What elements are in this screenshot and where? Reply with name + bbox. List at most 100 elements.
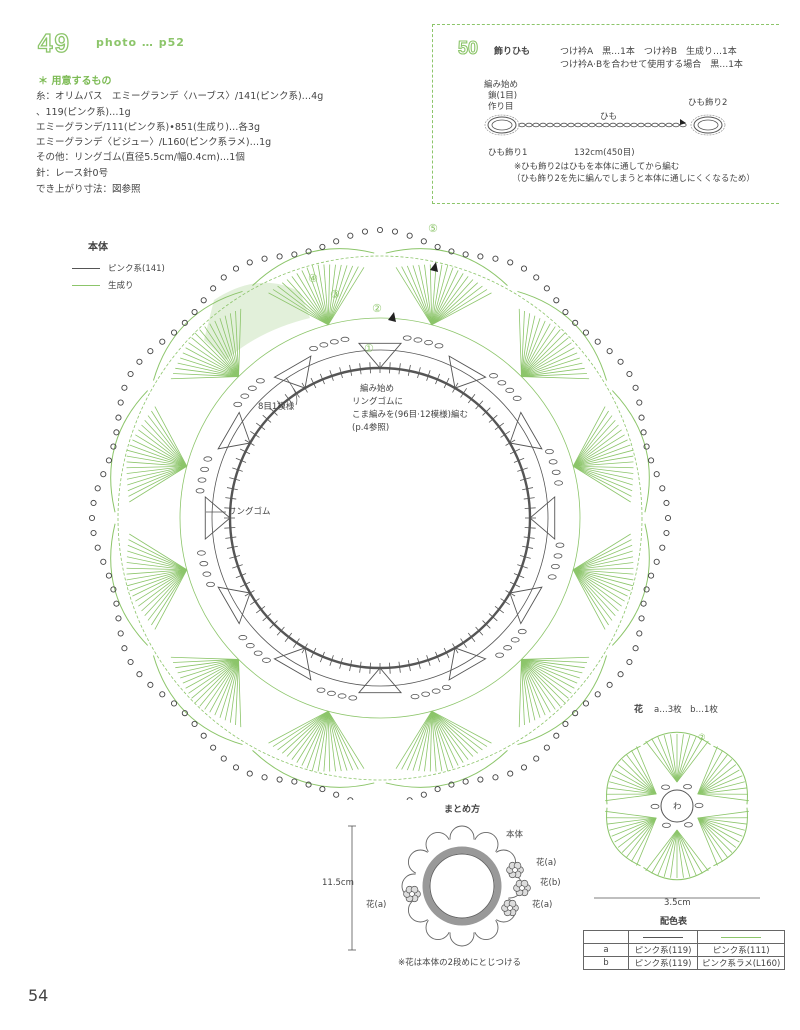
- fan-stitch: [573, 465, 634, 474]
- fan-stitch: [199, 659, 239, 707]
- fan-stitch: [327, 710, 365, 769]
- sc-stitch: [369, 362, 371, 374]
- chain-stitch: [637, 122, 645, 128]
- picot-stitch: [643, 443, 650, 450]
- fan-stitch: [311, 711, 329, 772]
- flower-center-label: わ: [673, 802, 682, 812]
- picot-stitch: [100, 471, 107, 478]
- cord-number: 50: [457, 37, 479, 58]
- triangle-motif: [217, 411, 251, 450]
- chain-stitch: [309, 345, 318, 352]
- chain-stitch: [199, 561, 209, 567]
- fan-stitch: [127, 465, 187, 492]
- fan-stitch: [191, 337, 239, 377]
- picot-stitch: [117, 630, 124, 637]
- fan-stitch: [429, 711, 433, 772]
- flower-row-label: ②: [698, 733, 706, 743]
- row-marker: ②: [372, 302, 382, 315]
- fan-stitch: [154, 406, 188, 467]
- fan-stitch: [572, 569, 625, 602]
- picot-stitch: [261, 255, 268, 262]
- fan-stitch: [573, 567, 634, 571]
- scallop-edge: [152, 655, 243, 746]
- scallop-edge: [517, 655, 608, 746]
- sc-stitch: [226, 487, 238, 491]
- chain-stitch: [672, 122, 680, 128]
- fan-stitch: [521, 659, 546, 716]
- cord-deco2: [690, 114, 726, 136]
- fan-stitch: [224, 315, 239, 377]
- sc-stitch: [467, 632, 476, 643]
- fan-stitch: [431, 264, 437, 325]
- fan-stitch: [141, 569, 188, 612]
- fan-stitch: [327, 711, 336, 772]
- chain-stitch: [555, 542, 565, 548]
- petal-stitch: [697, 759, 733, 795]
- chain-stitch: [195, 488, 205, 494]
- chain-stitch: [650, 803, 660, 810]
- materials-yarn-2: 、119(ピンク系)…1g: [36, 107, 131, 118]
- page-number: 54: [28, 986, 49, 1005]
- fan-stitch: [209, 323, 239, 377]
- fan-stitch: [128, 465, 187, 497]
- outer-contour: [117, 255, 643, 781]
- petal-stitch: [697, 769, 740, 795]
- chain-stitch: [512, 395, 522, 401]
- fan-stitch: [327, 264, 331, 325]
- flower-center-ring: [660, 789, 694, 823]
- fan-stitch: [170, 376, 239, 380]
- chain-stitch: [630, 122, 638, 128]
- petal-stitch: [697, 817, 728, 858]
- triangle-motif: [509, 411, 543, 450]
- petal-stitch: [651, 829, 678, 874]
- chain-stitch: [662, 822, 671, 828]
- row-marker: ①: [364, 342, 374, 355]
- fan-stitch: [277, 710, 329, 751]
- fan-stitch: [573, 569, 634, 587]
- fan-stitch: [431, 264, 443, 325]
- picot-stitch: [117, 399, 124, 406]
- flower-stitch-chart: [605, 731, 749, 881]
- fan-stitch: [521, 659, 561, 707]
- picot-stitch: [170, 700, 178, 707]
- picot-stitch: [648, 572, 655, 579]
- chain-stitch: [238, 635, 248, 641]
- fan-stitch: [573, 439, 628, 467]
- sc-stitch: [505, 439, 516, 446]
- picot-stitch: [640, 600, 647, 607]
- fan-stitch: [521, 659, 536, 721]
- scallop-edge: [611, 523, 650, 646]
- fan-stitch: [327, 711, 348, 771]
- chain-stitch: [495, 652, 505, 658]
- assembly-diagram: [348, 825, 531, 951]
- petal-stitch: [697, 817, 743, 837]
- fan-stitch: [521, 659, 556, 710]
- picot-stitch: [582, 329, 590, 336]
- fan-stitch: [521, 367, 585, 377]
- sc-stitch: [475, 400, 484, 410]
- picot-stitch: [361, 228, 369, 235]
- sc-stitch: [494, 422, 505, 431]
- petal-stitch: [607, 817, 657, 825]
- repeat-highlight: [204, 282, 310, 360]
- chain-stitch: [200, 466, 209, 473]
- chain-stitch: [197, 477, 207, 483]
- fan-stitch: [126, 569, 187, 575]
- cord-section-frame: [432, 24, 779, 204]
- fan-stitch: [127, 465, 187, 486]
- fan-stitch: [431, 711, 454, 769]
- petal-stitch: [636, 817, 657, 866]
- picot-stitch: [477, 253, 484, 260]
- picot-stitch: [170, 329, 178, 336]
- picot-stitch: [663, 529, 670, 537]
- sc-stitch: [505, 590, 516, 597]
- fan-stitch: [518, 659, 522, 728]
- sc-stitch: [500, 598, 510, 606]
- legend-pink-label: ピンク系(141): [108, 264, 165, 274]
- fan-stitch: [126, 465, 187, 480]
- sc-stitch: [460, 388, 468, 398]
- picot-stitch: [115, 615, 122, 622]
- petal-stitch: [614, 769, 657, 795]
- sc-stitch: [250, 598, 260, 606]
